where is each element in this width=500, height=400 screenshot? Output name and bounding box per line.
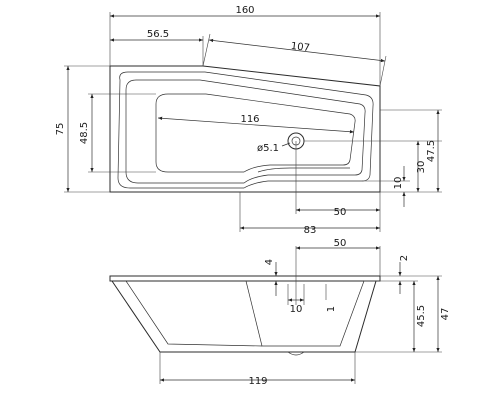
dim-drain-to-right: 50 bbox=[334, 207, 347, 218]
side-view: 50 4 2 10 1 45.5 47 119 bbox=[109, 238, 451, 387]
dim-front-offset: 10 bbox=[393, 177, 404, 190]
tub-front-lip bbox=[257, 167, 350, 173]
tub-rim-outline bbox=[117, 71, 374, 189]
dim-rim-offset-left: 4 bbox=[264, 259, 275, 265]
dim-inner-height: 45.5 bbox=[416, 305, 427, 327]
dim-drain-to-front: 30 bbox=[416, 161, 427, 174]
dim-drain-diameter: ø5.1 bbox=[257, 143, 279, 154]
dim-slant-length: 107 bbox=[290, 41, 310, 54]
dim-front-length: 83 bbox=[304, 225, 317, 236]
dim-right-depth: 47.5 bbox=[426, 140, 437, 162]
side-inner-wall-left bbox=[125, 280, 263, 347]
dim-line-107 bbox=[208, 38, 386, 63]
dim-outer-height: 47 bbox=[440, 308, 451, 321]
side-inner-wall-mid bbox=[245, 280, 365, 347]
dim-drain-width: 10 bbox=[290, 304, 303, 315]
dim-drain-depth: 1 bbox=[326, 306, 337, 312]
tub-basin bbox=[155, 93, 356, 173]
tub-outer-outline bbox=[109, 65, 381, 193]
dim-inner-length: 116 bbox=[240, 114, 259, 125]
dim-bottom-length: 119 bbox=[248, 376, 267, 387]
dim-overall-depth: 75 bbox=[55, 123, 66, 136]
dim-line-116 bbox=[157, 116, 355, 134]
side-body bbox=[111, 280, 377, 353]
dim-overall-width: 160 bbox=[235, 5, 254, 16]
dim-left-segment: 56.5 bbox=[147, 29, 169, 40]
dim-rim-offset-right: 2 bbox=[399, 255, 410, 261]
top-view: 160 56.5 107 75 48.5 116 ø5.1 50 bbox=[55, 5, 442, 236]
side-rim bbox=[109, 275, 381, 282]
dim-inner-depth: 48.5 bbox=[79, 122, 90, 144]
side-drain-bump bbox=[287, 351, 305, 356]
tub-inner-shoulder bbox=[125, 79, 366, 184]
dim-side-top-offset: 50 bbox=[334, 238, 347, 249]
